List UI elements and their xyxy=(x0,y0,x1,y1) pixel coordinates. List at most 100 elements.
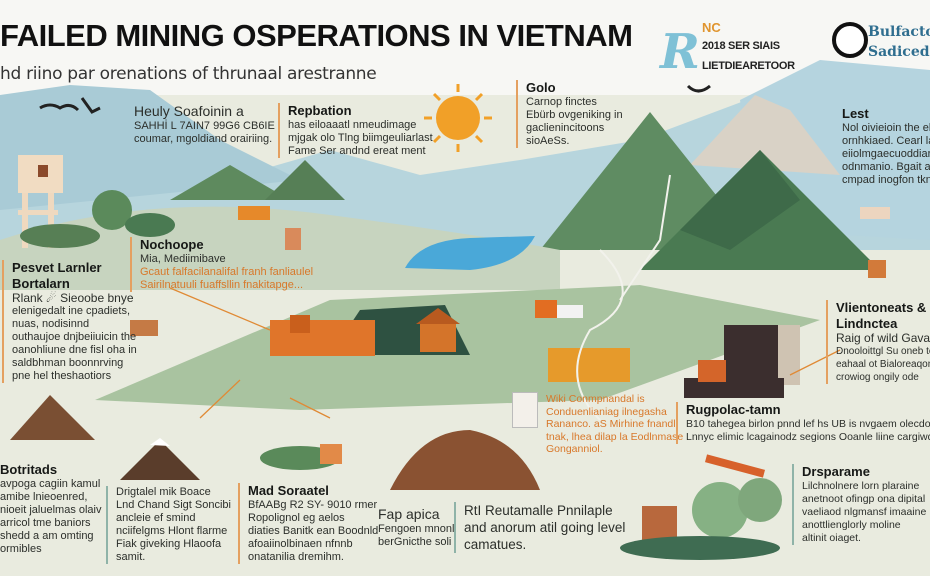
section-line: sioAeSs. xyxy=(526,135,570,147)
section-lest: Lest Nol oivieioin the eltin ornhkiaed. … xyxy=(842,106,930,187)
section-line: Carnop finctes xyxy=(526,96,597,108)
section-golo: Golo Carnop finctes Ebürb ovgeniking in … xyxy=(516,80,623,148)
section-line: camatues. xyxy=(464,537,527,552)
document-icon xyxy=(512,392,538,428)
section-fap: Fap apica Fengoen mnonl berGnicthe soli xyxy=(378,505,454,549)
section-line: Sairilnatuuli fuaffsllin fnakitapge... xyxy=(140,279,304,291)
bulldozer-icon xyxy=(548,348,630,382)
section-line: Lilchnolnere lorn plaraine xyxy=(802,480,920,492)
watchtower-icon xyxy=(18,155,63,248)
section-line: SAHHİ L 7AIN7 99G6 CB6IE xyxy=(134,120,275,132)
brand-line-2: Sadicedic xyxy=(868,44,930,60)
section-line: cmpad inogfon tknoifo xyxy=(842,174,930,186)
section-line: onatanilia dremihm. xyxy=(248,551,344,563)
brown-mountain xyxy=(10,395,95,440)
section-pesvet: Pesvet Larnler Bortalarn Rlank ☄ Sieoobe… xyxy=(2,260,137,383)
section-line: nioeit jaluelmas olaiv xyxy=(0,504,102,516)
hut-icon xyxy=(320,444,342,464)
section-line: Nol oivieioin the eltin xyxy=(842,122,930,134)
section-drsparame: Drsparame Lilchnolnere lorn plaraine ane… xyxy=(792,464,926,545)
section-sub: Mia, Mediimibave xyxy=(140,253,226,265)
section-line: Drigtalel mik Boace xyxy=(116,486,211,498)
section-line: ancleie ef smind xyxy=(116,512,196,524)
section-line: afoaiinolbinaen nfnnb xyxy=(248,538,353,550)
section-botritads: Botritads avpoga cagiin kamul amibe lnie… xyxy=(0,462,102,556)
section-line: nuas, nodisinnd xyxy=(12,318,90,330)
section-replication: Repbation has eiloaaatl nmeudimage mjgak… xyxy=(278,103,433,158)
section-line: elenigedalt ine cpadiets, xyxy=(12,305,131,317)
snowy-peak xyxy=(690,95,840,175)
lake xyxy=(405,236,535,270)
section-line: Fengoen mnonl xyxy=(378,523,455,535)
section-line: odnmanio. Bgait aavagu xyxy=(842,161,930,173)
section-line: Wiki Conmpnandal is xyxy=(546,393,645,405)
section-heading: Botritads xyxy=(0,462,58,477)
section-line: mjgak olo Tlng biimgeuliarlast xyxy=(288,132,433,144)
section-line: amibe lnieoenred, xyxy=(0,491,88,503)
section-heading: Lest xyxy=(842,106,869,121)
section-heading: Pesvet Larnler xyxy=(12,260,102,275)
section-line: Ropolignol eg aelos xyxy=(248,512,345,524)
section-line: tnak, lhea dilap la Eodlnmase xyxy=(546,430,684,443)
section-line: Gcaut falfacilanalifal franh fanliaulel xyxy=(140,266,314,278)
section-heading: Vlientoneats & xyxy=(836,300,927,315)
truck-icon xyxy=(535,300,557,318)
section-rugpolac: Rugpolac-tamn B10 tahegea birlon pnnd le… xyxy=(676,402,930,444)
excavator-icon xyxy=(270,320,375,356)
section-heading-2: Lindnctea xyxy=(836,316,898,331)
section-line: ornhkiaed. Cearl las soh xyxy=(842,135,930,147)
section-line: altinit oiaget. xyxy=(802,532,861,544)
dirt-mound xyxy=(390,430,540,490)
section-sub: Raig of wild Gavary xyxy=(836,331,930,345)
section-heading: Fap apica xyxy=(378,506,440,522)
section-line: coumar, mgoldiand orairiing. xyxy=(134,133,273,145)
section-line: oanohliune dne fisl oha in xyxy=(12,344,137,356)
section-line: and anorum atil going level xyxy=(464,520,626,535)
section-line: outhaujoe dnjbeiiuicin the xyxy=(12,331,137,343)
section-line: gaclienincitoons xyxy=(526,122,605,134)
section-line: anottlienglorly moline xyxy=(802,519,901,531)
section-nochoope: Nochoope Mia, Mediimibave Gcaut falfacil… xyxy=(130,237,313,292)
section-heading: Mad Soraatel xyxy=(248,483,329,498)
section-line: Rlank ☄ Sieoobe bnye xyxy=(12,291,134,305)
section-line: samit. xyxy=(116,551,146,563)
section-mid-orange: Wiki Conmpnandal is Conduenlianiag ilneg… xyxy=(546,393,683,456)
section-line: ormibles xyxy=(0,543,42,555)
section-line: Dnooloittgl Su oneb tenb, xyxy=(836,346,930,357)
section-heading: Nochoope xyxy=(140,237,204,252)
section-line: RtI Reutamalle Pnnilaple xyxy=(464,503,613,518)
section-heading: Golo xyxy=(526,80,556,95)
section-line: Lnd Chand Sigt Soncibi xyxy=(116,499,231,511)
section-line: eiiolmgaecuoddiarre, xyxy=(842,148,930,160)
r-logo-icon: R xyxy=(660,24,700,80)
bird-icon xyxy=(39,103,80,112)
bird-icon xyxy=(686,84,711,93)
section-mad: Mad Soraatel BfAABg R2 SY- 9010 rmer Rop… xyxy=(238,483,378,564)
section-heavy: Heuly Soafoinin a SAHHİ L 7AIN7 99G6 CB6… xyxy=(134,103,275,146)
section-line: arricol tme baniors xyxy=(0,517,91,529)
section-line: crowiog ongily ode xyxy=(836,372,919,383)
section-drigfaid: Drigtalel mik Boace Lnd Chand Sigt Sonci… xyxy=(106,486,231,564)
section-heading: Heuly Soafoinin a xyxy=(134,103,244,119)
plane-icon xyxy=(704,454,766,478)
section-heading: Rugpolac-tamn xyxy=(686,402,781,417)
section-line: eahaal ot Bialoreaqonerb xyxy=(836,359,930,370)
section-line: vaeliaod nlgmansf imaaine xyxy=(802,506,927,518)
section-line: anetnoot ofingp ona dipital xyxy=(802,493,926,505)
brand-line-1: Bulfactor xyxy=(868,24,930,40)
section-line: Conduenlianiag ilnegasha xyxy=(546,405,667,418)
section-rtl: RtI Reutamalle Pnnilaple and anorum atil… xyxy=(454,502,625,553)
section-vientoneats: Vlientoneats & Lindnctea Raig of wild Ga… xyxy=(826,300,930,384)
brand-logo-icon xyxy=(832,22,868,58)
page-title: FAILED MINING OSPERATIONS IN VIETNAM xyxy=(0,18,633,53)
sun-icon xyxy=(424,84,492,152)
section-line: saldbhman boonnrving xyxy=(12,357,124,369)
section-line: Fame Ser andnd ereat ment xyxy=(288,145,426,157)
section-line: Gonganniol. xyxy=(546,443,603,455)
section-line: B10 tahegea birlon pnnd lef hs UB is nvg… xyxy=(686,418,930,430)
section-line: Lnnyc elimic lcagainodz segions Ooanle l… xyxy=(686,431,930,443)
mine-house-icon xyxy=(420,322,456,352)
section-line: Fiak giveking Hlaoofa xyxy=(116,538,222,550)
badge-line-2: LIETDIEARETOOR xyxy=(702,60,795,72)
